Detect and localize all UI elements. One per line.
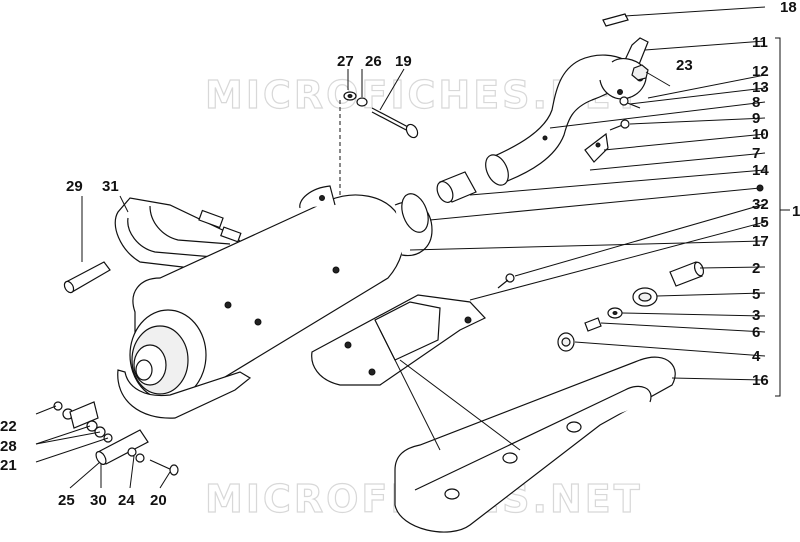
washer-part-26 — [356, 97, 368, 107]
label-3: 3 — [752, 307, 760, 324]
leader-lines — [35, 6, 790, 489]
label-31: 31 — [102, 178, 119, 195]
rubber-part-2 — [669, 261, 705, 287]
label-12: 12 — [752, 63, 769, 80]
label-10: 10 — [752, 126, 769, 143]
hardware-group-left — [53, 401, 179, 476]
label-30: 30 — [90, 492, 107, 509]
label-16: 16 — [752, 372, 769, 389]
label-22: 22 — [0, 418, 17, 435]
label-13: 13 — [752, 79, 769, 96]
label-1: 1 — [792, 203, 800, 220]
mount-bracket-part-17 — [311, 294, 486, 386]
heat-shield-part-16 — [394, 356, 676, 533]
label-4: 4 — [752, 348, 761, 365]
label-27: 27 — [337, 53, 354, 70]
spacer-part-6 — [584, 317, 602, 332]
label-18: 18 — [780, 0, 797, 16]
screw-part-9 — [609, 119, 630, 131]
label-2: 2 — [752, 260, 760, 277]
label-29: 29 — [66, 178, 83, 195]
label-9: 9 — [752, 110, 760, 127]
label-15: 15 — [752, 214, 769, 231]
label-32: 32 — [752, 196, 769, 213]
bolt-part-19 — [371, 107, 419, 139]
label-5: 5 — [752, 286, 760, 303]
label-14: 14 — [752, 162, 769, 179]
grommet-part-5 — [632, 287, 658, 307]
part-labels: 18 11 23 12 13 8 9 10 7 14 1 32 15 17 2 … — [0, 0, 800, 509]
label-26: 26 — [365, 53, 382, 70]
label-20: 20 — [150, 492, 167, 509]
muffler-body — [117, 185, 433, 419]
label-11: 11 — [752, 34, 768, 51]
screw-part-32 — [497, 273, 515, 289]
label-25: 25 — [58, 492, 75, 509]
washer-part-27 — [343, 91, 357, 101]
bolt-part-13 — [619, 96, 641, 109]
bracket-part-10 — [584, 132, 609, 163]
label-8: 8 — [752, 94, 760, 111]
label-17: 17 — [752, 233, 769, 250]
label-21: 21 — [0, 457, 17, 474]
label-23: 23 — [676, 57, 693, 74]
rod-part-29 — [63, 261, 111, 294]
grommet-part-4 — [557, 332, 575, 352]
label-24: 24 — [118, 492, 135, 509]
label-19: 19 — [395, 53, 412, 70]
heat-shield-part-31 — [114, 197, 251, 273]
sleeve-part-14 — [436, 171, 477, 203]
label-7: 7 — [752, 145, 760, 162]
gasket-part-18 — [602, 13, 629, 27]
nut-part-23 — [631, 64, 649, 81]
label-6: 6 — [752, 324, 760, 341]
washer-part-3 — [607, 307, 623, 319]
label-28: 28 — [0, 438, 17, 455]
